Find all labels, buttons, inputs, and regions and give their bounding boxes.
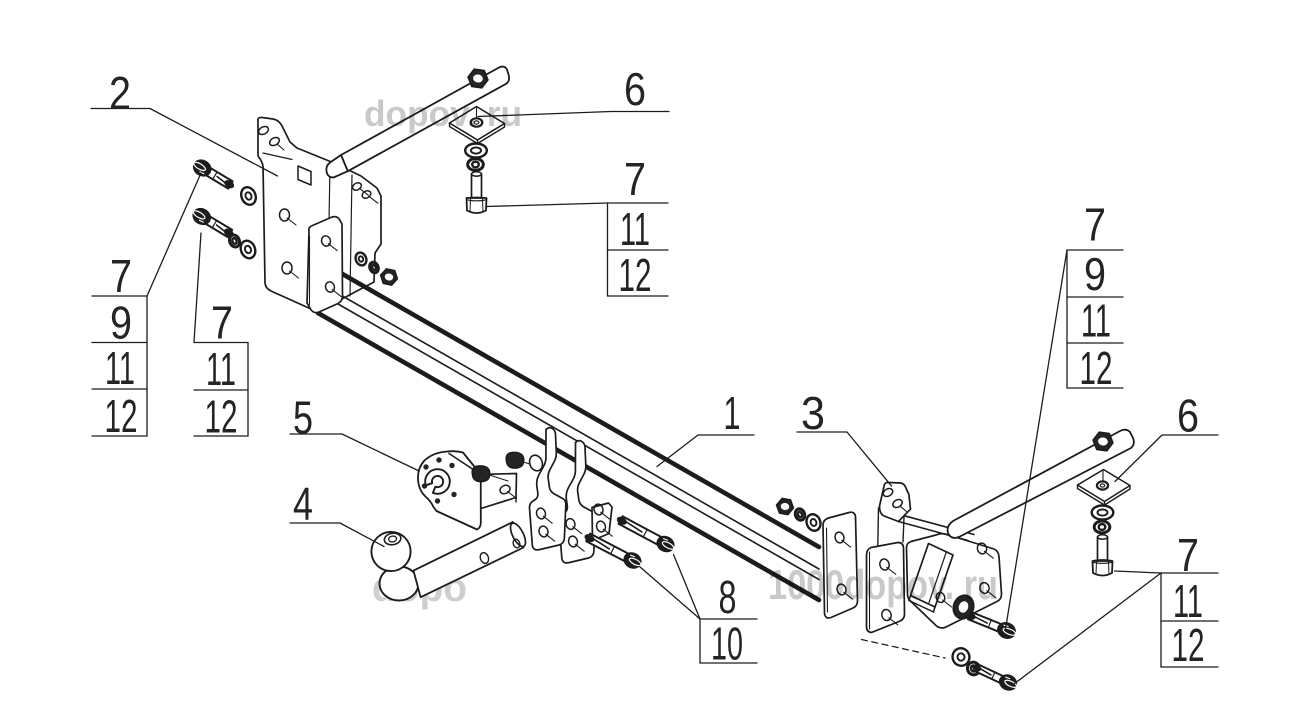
svg-text:4: 4 (293, 478, 313, 530)
svg-text:12: 12 (105, 390, 138, 442)
svg-text:11: 11 (206, 343, 236, 395)
svg-text:12: 12 (1172, 619, 1205, 671)
svg-text:9: 9 (1084, 248, 1106, 300)
svg-text:7: 7 (1084, 199, 1106, 251)
svg-text:1000dopov. ru: 1000dopov. ru (768, 561, 998, 608)
svg-text:2: 2 (109, 67, 131, 119)
svg-text:9: 9 (110, 297, 132, 349)
svg-text:8: 8 (719, 571, 737, 623)
svg-text:1: 1 (724, 387, 741, 439)
svg-text:11: 11 (1081, 295, 1111, 347)
svg-text:12: 12 (205, 391, 238, 443)
svg-text:7: 7 (624, 153, 646, 205)
svg-text:11: 11 (620, 203, 650, 255)
svg-text:6: 6 (624, 63, 646, 115)
svg-text:12: 12 (619, 249, 652, 301)
svg-text:7: 7 (211, 297, 233, 349)
svg-text:11: 11 (1173, 575, 1203, 627)
svg-text:5: 5 (293, 392, 313, 444)
svg-text:12: 12 (1080, 342, 1113, 394)
svg-text:3: 3 (801, 387, 825, 439)
svg-text:dopov. ru: dopov. ru (364, 93, 522, 134)
svg-text:10: 10 (711, 618, 743, 670)
svg-text:7: 7 (110, 250, 132, 302)
svg-text:6: 6 (1177, 390, 1199, 442)
svg-text:7: 7 (1177, 529, 1199, 581)
svg-text:11: 11 (105, 342, 135, 394)
